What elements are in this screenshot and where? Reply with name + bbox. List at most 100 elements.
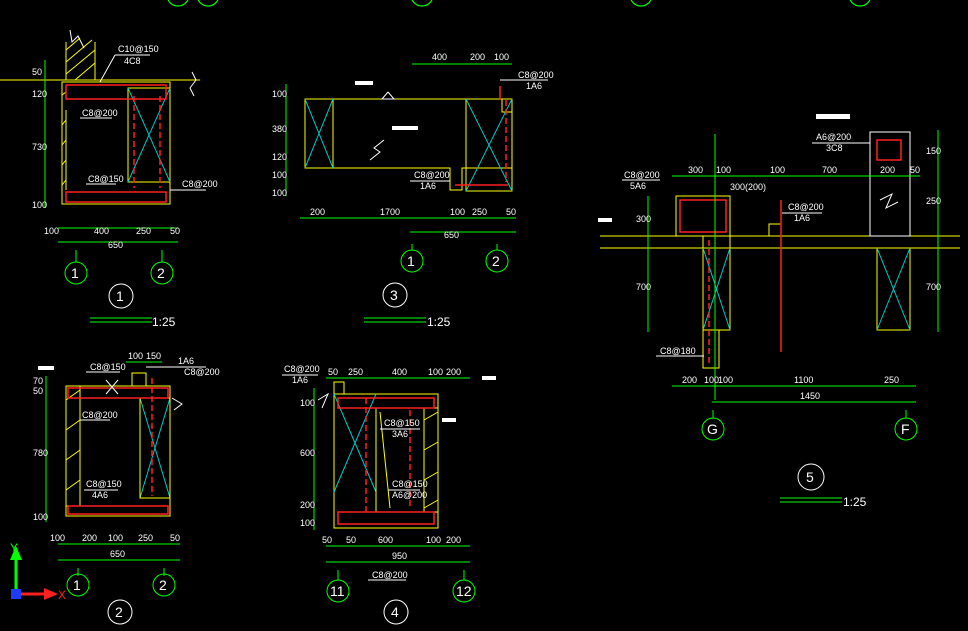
svg-text:200: 200 <box>446 535 461 545</box>
svg-text:1: 1 <box>73 577 81 593</box>
svg-text:250: 250 <box>884 375 899 385</box>
svg-text:100: 100 <box>300 518 315 528</box>
svg-text:650: 650 <box>108 240 123 250</box>
svg-text:120: 120 <box>272 152 287 162</box>
svg-text:700: 700 <box>926 282 941 292</box>
svg-text:200: 200 <box>470 52 485 62</box>
svg-text:1A6: 1A6 <box>420 181 436 191</box>
svg-text:250: 250 <box>472 207 487 217</box>
svg-text:200: 200 <box>300 500 315 510</box>
svg-text:600: 600 <box>300 448 315 458</box>
svg-text:50: 50 <box>32 67 42 77</box>
svg-text:380: 380 <box>272 124 287 134</box>
detail-number-3: 3 <box>390 287 398 303</box>
svg-text:100: 100 <box>50 533 65 543</box>
svg-text:C8@150: C8@150 <box>392 479 428 489</box>
svg-text:100: 100 <box>108 533 123 543</box>
svg-text:F: F <box>901 421 910 437</box>
detail-2: C8@150 C8@200 1A6 C8@200 C8@150 4A6 100 … <box>33 351 220 625</box>
svg-text:100: 100 <box>716 165 731 175</box>
svg-text:100: 100 <box>33 512 48 522</box>
svg-text:12: 12 <box>456 583 472 599</box>
scale-label-1: 1:25 <box>152 315 176 329</box>
svg-text:400: 400 <box>392 367 407 377</box>
svg-text:C8@150: C8@150 <box>90 362 126 372</box>
svg-text:1A6: 1A6 <box>178 356 194 366</box>
svg-text:4A6: 4A6 <box>92 490 108 500</box>
svg-text:50: 50 <box>506 207 516 217</box>
svg-text:100: 100 <box>272 89 287 99</box>
svg-text:100: 100 <box>494 52 509 62</box>
svg-text:A6@200: A6@200 <box>392 490 427 500</box>
svg-text:50: 50 <box>170 226 180 236</box>
svg-text:100: 100 <box>718 375 733 385</box>
svg-text:11: 11 <box>330 583 345 599</box>
svg-text:C8@200: C8@200 <box>624 170 660 180</box>
axis-y-label: Y <box>10 541 18 555</box>
svg-text:50: 50 <box>170 533 180 543</box>
detail-4: C8@200 1A6 C8@150 3A6 C8@150 A6@200 C8@2… <box>282 364 496 625</box>
svg-text:C8@200: C8@200 <box>184 367 220 377</box>
svg-text:1450: 1450 <box>800 391 820 401</box>
svg-text:700: 700 <box>822 165 837 175</box>
svg-text:250: 250 <box>136 226 151 236</box>
svg-text:200: 200 <box>880 165 895 175</box>
svg-text:300(200): 300(200) <box>730 182 766 192</box>
svg-text:50: 50 <box>346 535 356 545</box>
svg-text:250: 250 <box>348 367 363 377</box>
svg-text:2: 2 <box>492 253 500 269</box>
svg-text:100: 100 <box>128 351 143 361</box>
svg-text:70: 70 <box>33 376 43 386</box>
svg-text:5A6: 5A6 <box>630 181 646 191</box>
svg-text:C10@150: C10@150 <box>118 44 159 54</box>
ucs-axis-icon: Y X <box>10 541 66 602</box>
svg-text:100: 100 <box>272 188 287 198</box>
detail-3: C8@200 1A6 C8@200 1A6 400 200 100 100 38… <box>272 52 554 329</box>
svg-text:200: 200 <box>446 367 461 377</box>
svg-text:950: 950 <box>392 551 407 561</box>
svg-text:100: 100 <box>704 375 719 385</box>
svg-text:780: 780 <box>33 448 48 458</box>
svg-text:100: 100 <box>770 165 785 175</box>
svg-text:3A6: 3A6 <box>392 429 408 439</box>
svg-text:400: 400 <box>94 226 109 236</box>
svg-text:3C8: 3C8 <box>826 143 843 153</box>
svg-text:100: 100 <box>300 398 315 408</box>
svg-text:200: 200 <box>82 533 97 543</box>
detail-number-2: 2 <box>115 604 123 620</box>
svg-text:50: 50 <box>910 165 920 175</box>
svg-text:C8@150: C8@150 <box>88 174 124 184</box>
axis-x-label: X <box>58 588 66 602</box>
svg-text:C8@200: C8@200 <box>788 202 824 212</box>
detail-number-4: 4 <box>391 604 399 620</box>
svg-text:250: 250 <box>138 533 153 543</box>
svg-text:50: 50 <box>33 386 43 396</box>
svg-text:C8@200: C8@200 <box>284 364 320 374</box>
svg-text:700: 700 <box>636 282 651 292</box>
svg-text:A6@200: A6@200 <box>816 132 851 142</box>
detail-number-5: 5 <box>806 469 814 485</box>
svg-text:1:25: 1:25 <box>843 495 867 509</box>
svg-text:1: 1 <box>407 253 415 269</box>
svg-text:C8@200: C8@200 <box>82 108 118 118</box>
detail-1-labels: C10@150 4C8 C8@200 C8@150 C8@200 <box>80 44 218 191</box>
existing-wall-hatch <box>61 37 96 190</box>
grid-bubble-1: 1 <box>71 265 79 281</box>
svg-text:1A6: 1A6 <box>794 213 810 223</box>
svg-text:C8@200: C8@200 <box>518 70 554 80</box>
svg-text:4C8: 4C8 <box>124 56 141 66</box>
svg-text:200: 200 <box>682 375 697 385</box>
svg-text:100: 100 <box>450 207 465 217</box>
top-clipped-bubbles <box>167 0 871 7</box>
svg-text:300: 300 <box>636 214 651 224</box>
svg-text:100: 100 <box>44 226 59 236</box>
svg-text:C8@200: C8@200 <box>182 179 218 189</box>
svg-text:100: 100 <box>428 367 443 377</box>
svg-text:2: 2 <box>159 577 167 593</box>
svg-text:50: 50 <box>328 367 338 377</box>
detail-1: C10@150 4C8 C8@200 C8@150 C8@200 50 120 … <box>0 29 218 329</box>
grid-bubble-2: 2 <box>157 265 165 281</box>
svg-text:600: 600 <box>378 535 393 545</box>
svg-text:150: 150 <box>146 351 161 361</box>
